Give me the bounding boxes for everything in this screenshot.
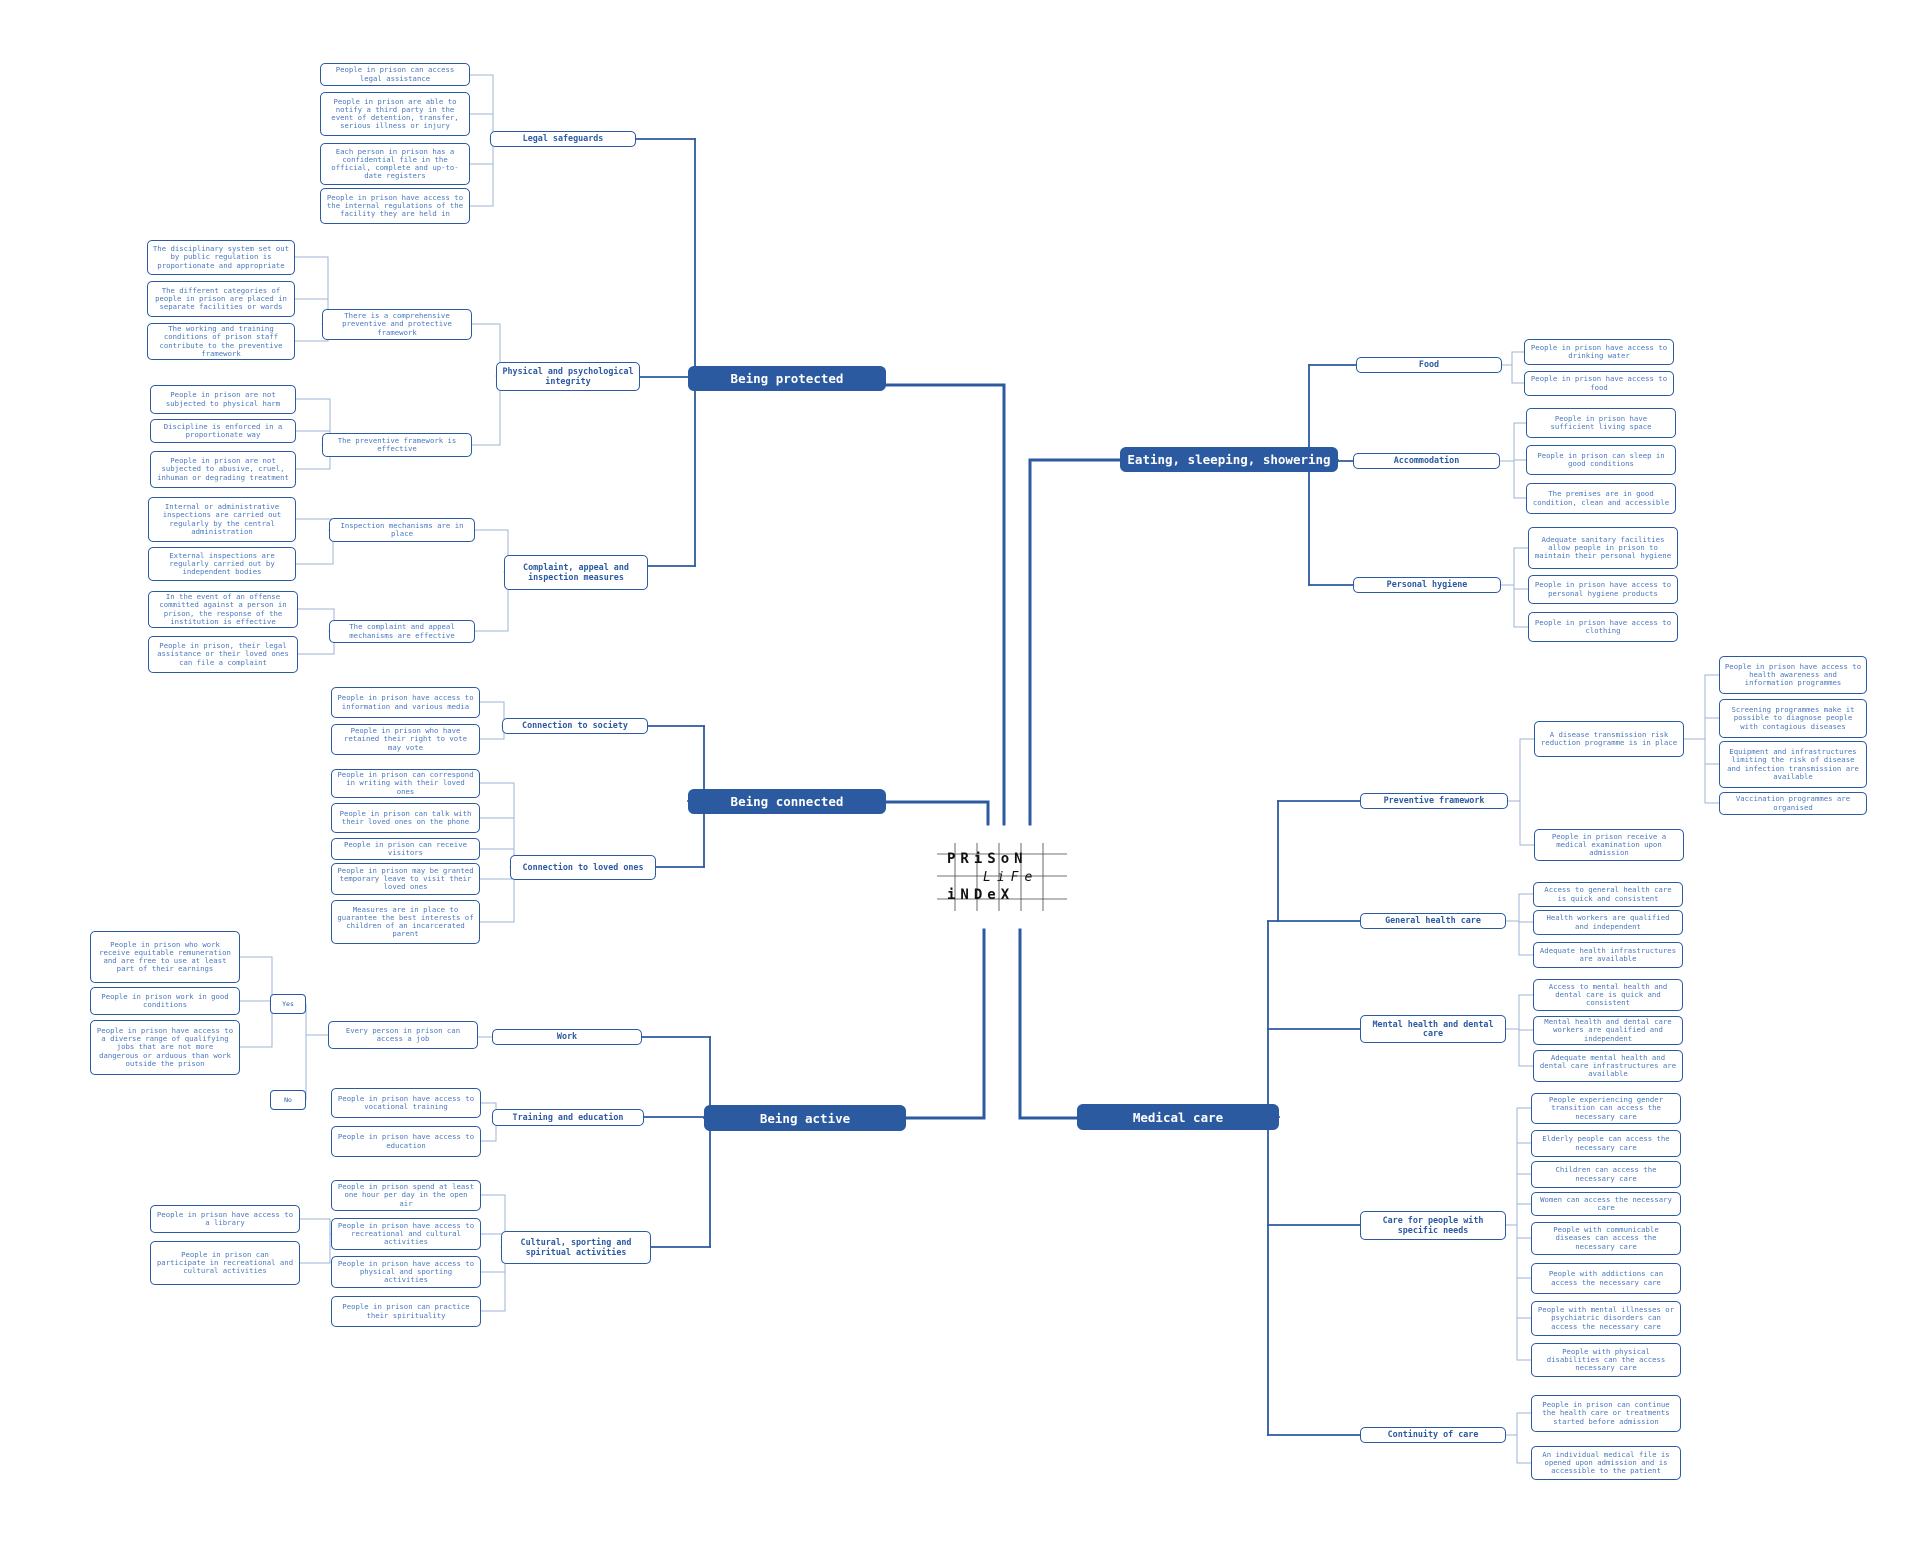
leaf-qualifying-jobs[interactable]: People in prison have access to a divers… xyxy=(90,1020,240,1075)
leaf-mental-care-quick[interactable]: Access to mental health and dental care … xyxy=(1533,979,1683,1011)
leaf-open-air[interactable]: People in prison spend at least one hour… xyxy=(331,1180,481,1211)
leaf-vocational-training[interactable]: People in prison have access to vocation… xyxy=(331,1088,481,1118)
node-continuity-of-care[interactable]: Continuity of care xyxy=(1360,1427,1506,1443)
leaf-mental-illnesses[interactable]: People with mental illnesses or psychiat… xyxy=(1531,1301,1681,1336)
leaf-health-awareness[interactable]: People in prison have access to health a… xyxy=(1719,656,1867,694)
branch-eating-sleeping-showering[interactable]: Eating, sleeping, showering xyxy=(1120,447,1338,472)
branch-being-active[interactable]: Being active xyxy=(704,1105,906,1131)
node-connection-to-loved-ones[interactable]: Connection to loved ones xyxy=(510,855,656,880)
leaf-physical-sporting[interactable]: People in prison have access to physical… xyxy=(331,1256,481,1288)
leaf-premises-condition[interactable]: The premises are in good condition, clea… xyxy=(1526,483,1676,514)
leaf-food-access[interactable]: People in prison have access to food xyxy=(1524,371,1674,396)
leaf-vaccination-programmes[interactable]: Vaccination programmes are organised xyxy=(1719,792,1867,815)
leaf-education[interactable]: People in prison have access to educatio… xyxy=(331,1126,481,1157)
leaf-temporary-leave[interactable]: People in prison may be granted temporar… xyxy=(331,863,480,895)
node-physical-psychological-integrity[interactable]: Physical and psychological integrity xyxy=(496,362,640,391)
leaf-screening-programmes[interactable]: Screening programmes make it possible to… xyxy=(1719,699,1867,738)
leaf-correspond-writing[interactable]: People in prison can correspond in writi… xyxy=(331,769,480,798)
node-training-education[interactable]: Training and education xyxy=(492,1109,644,1126)
node-preventive-framework[interactable]: Preventive framework xyxy=(1360,793,1508,809)
leaf-health-infrastructures[interactable]: Adequate health infrastructures are avai… xyxy=(1533,942,1683,968)
leaf-recreational-participation[interactable]: People in prison can participate in recr… xyxy=(150,1241,300,1285)
node-cultural-sporting-spiritual[interactable]: Cultural, sporting and spiritual activit… xyxy=(501,1231,651,1264)
leaf-disciplinary-system[interactable]: The disciplinary system set out by publi… xyxy=(147,240,295,275)
leaf-sanitary-facilities[interactable]: Adequate sanitary facilities allow peopl… xyxy=(1528,527,1678,569)
node-disease-risk-reduction[interactable]: A disease transmission risk reduction pr… xyxy=(1534,721,1684,757)
leaf-women[interactable]: Women can access the necessary care xyxy=(1531,1192,1681,1216)
leaf-addictions[interactable]: People with addictions can access the ne… xyxy=(1531,1263,1681,1294)
leaf-mental-workers-qualified[interactable]: Mental health and dental care workers ar… xyxy=(1533,1016,1683,1045)
leaf-good-work-conditions[interactable]: People in prison work in good conditions xyxy=(90,987,240,1015)
node-care-specific-needs[interactable]: Care for people with specific needs xyxy=(1360,1211,1506,1240)
node-accommodation[interactable]: Accommodation xyxy=(1353,453,1500,469)
node-inspection-mechanisms[interactable]: Inspection mechanisms are in place xyxy=(329,518,475,542)
leaf-drinking-water[interactable]: People in prison have access to drinking… xyxy=(1524,339,1674,365)
leaf-confidential-file[interactable]: Each person in prison has a confidential… xyxy=(320,143,470,185)
logo-grid-lines xyxy=(937,843,1067,911)
leaf-offense-response[interactable]: In the event of an offense committed aga… xyxy=(148,591,298,628)
node-work[interactable]: Work xyxy=(492,1029,642,1045)
leaf-legal-assistance[interactable]: People in prison can access legal assist… xyxy=(320,63,470,86)
logo-line-2: LiFe xyxy=(983,870,1039,885)
node-food[interactable]: Food xyxy=(1356,357,1502,373)
leaf-continue-treatment[interactable]: People in prison can continue the health… xyxy=(1531,1395,1681,1432)
no-label: No xyxy=(270,1090,306,1110)
node-framework-effective[interactable]: The preventive framework is effective xyxy=(322,433,472,457)
node-complaint-appeal-inspection[interactable]: Complaint, appeal and inspection measure… xyxy=(504,555,648,590)
leaf-general-care-quick[interactable]: Access to general health care is quick a… xyxy=(1533,882,1683,907)
leaf-children[interactable]: Children can access the necessary care xyxy=(1531,1161,1681,1188)
leaf-communicable-diseases[interactable]: People with communicable diseases can ac… xyxy=(1531,1222,1681,1255)
leaf-mental-infrastructures[interactable]: Adequate mental health and dental care i… xyxy=(1533,1050,1683,1082)
leaf-health-workers-qualified[interactable]: Health workers are qualified and indepen… xyxy=(1533,910,1683,935)
leaf-living-space[interactable]: People in prison have sufficient living … xyxy=(1526,408,1676,438)
leaf-notify-third-party[interactable]: People in prison are able to notify a th… xyxy=(320,92,470,136)
node-personal-hygiene[interactable]: Personal hygiene xyxy=(1353,577,1501,593)
leaf-children-interests[interactable]: Measures are in place to guarantee the b… xyxy=(331,900,480,944)
leaf-spirituality[interactable]: People in prison can practice their spir… xyxy=(331,1296,481,1327)
node-comprehensive-framework[interactable]: There is a comprehensive preventive and … xyxy=(322,309,472,340)
leaf-file-complaint[interactable]: People in prison, their legal assistance… xyxy=(148,636,298,673)
yes-label: Yes xyxy=(270,994,306,1014)
leaf-library[interactable]: People in prison have access to a librar… xyxy=(150,1205,300,1233)
branch-being-protected[interactable]: Being protected xyxy=(688,366,886,391)
branch-medical-care[interactable]: Medical care xyxy=(1077,1104,1279,1130)
leaf-no-degrading-treatment[interactable]: People in prison are not subjected to ab… xyxy=(150,451,296,488)
leaf-clothing[interactable]: People in prison have access to clothing xyxy=(1528,612,1678,642)
leaf-phone-calls[interactable]: People in prison can talk with their lov… xyxy=(331,803,480,833)
leaf-internal-inspections[interactable]: Internal or administrative inspections a… xyxy=(148,497,296,542)
node-legal-safeguards[interactable]: Legal safeguards xyxy=(490,131,636,147)
node-connection-to-society[interactable]: Connection to society xyxy=(502,718,648,734)
logo-line-1: PRiSoN xyxy=(947,851,1028,867)
leaf-hygiene-products[interactable]: People in prison have access to personal… xyxy=(1528,575,1678,604)
leaf-separate-facilities[interactable]: The different categories of people in pr… xyxy=(147,281,295,317)
leaf-external-inspections[interactable]: External inspections are regularly carri… xyxy=(148,547,296,581)
leaf-equitable-remuneration[interactable]: People in prison who work receive equita… xyxy=(90,931,240,983)
node-appeal-mechanisms-effective[interactable]: The complaint and appeal mechanisms are … xyxy=(329,620,475,643)
branch-being-connected[interactable]: Being connected xyxy=(688,789,886,814)
logo-line-3: iNDeX xyxy=(947,887,1015,903)
leaf-staff-conditions[interactable]: The working and training conditions of p… xyxy=(147,323,295,360)
leaf-elderly-people[interactable]: Elderly people can access the necessary … xyxy=(1531,1130,1681,1157)
leaf-proportionate-discipline[interactable]: Discipline is enforced in a proportionat… xyxy=(150,419,296,443)
leaf-medical-file[interactable]: An individual medical file is opened upo… xyxy=(1531,1446,1681,1480)
leaf-right-to-vote[interactable]: People in prison who have retained their… xyxy=(331,724,480,755)
leaf-gender-transition[interactable]: People experiencing gender transition ca… xyxy=(1531,1093,1681,1124)
leaf-physical-disabilities[interactable]: People with physical disabilities can th… xyxy=(1531,1343,1681,1377)
node-general-health-care[interactable]: General health care xyxy=(1360,913,1506,929)
leaf-infection-equipment[interactable]: Equipment and infrastructures limiting t… xyxy=(1719,741,1867,788)
node-access-job[interactable]: Every person in prison can access a job xyxy=(328,1021,478,1049)
leaf-information-media[interactable]: People in prison have access to informat… xyxy=(331,687,480,718)
node-mental-health-dental[interactable]: Mental health and dental care xyxy=(1360,1015,1506,1043)
prison-life-index-logo: PRiSoN LiFe iNDeX xyxy=(937,843,1067,911)
leaf-receive-visitors[interactable]: People in prison can receive visitors xyxy=(331,838,480,860)
leaf-sleep-conditions[interactable]: People in prison can sleep in good condi… xyxy=(1526,445,1676,475)
leaf-no-physical-harm[interactable]: People in prison are not subjected to ph… xyxy=(150,385,296,414)
leaf-recreational-activities[interactable]: People in prison have access to recreati… xyxy=(331,1218,481,1250)
leaf-internal-regulations[interactable]: People in prison have access to the inte… xyxy=(320,188,470,224)
leaf-medical-examination[interactable]: People in prison receive a medical exami… xyxy=(1534,829,1684,861)
